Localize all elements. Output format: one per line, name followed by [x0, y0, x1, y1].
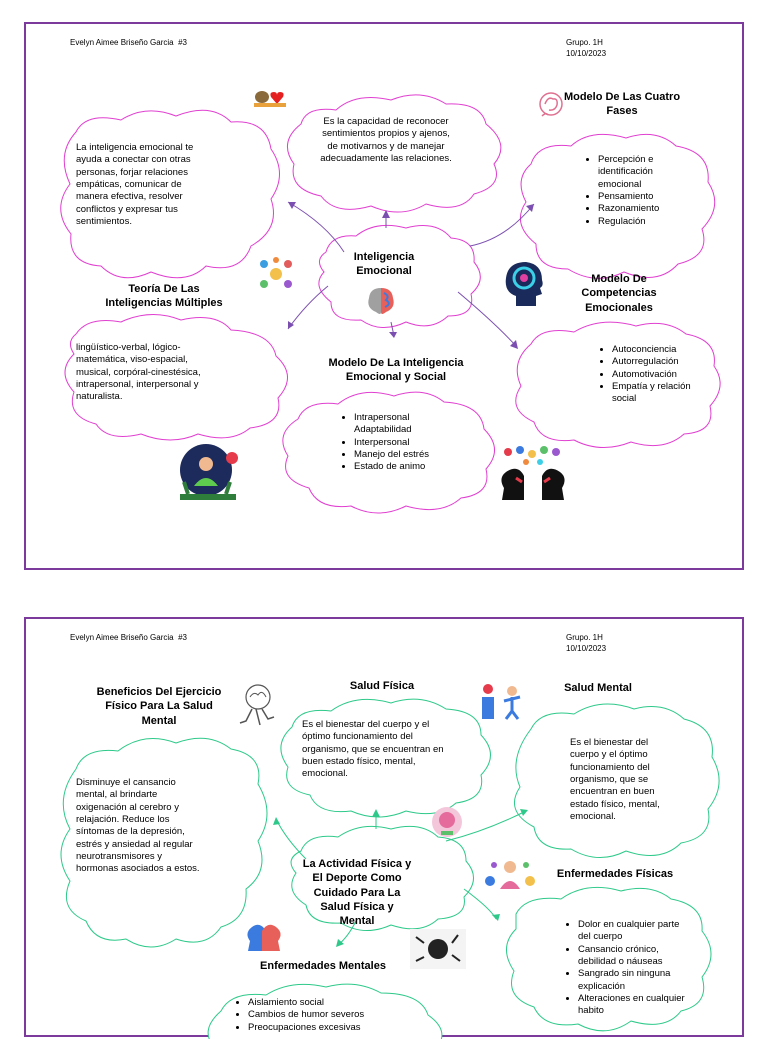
- cloud-multiple: [64, 314, 288, 441]
- cloud-shapes-page1: [60, 94, 721, 514]
- cloud-physical: [280, 698, 491, 818]
- list-item: Automotivación: [612, 369, 706, 381]
- social-model-list: Intrapersonal Adaptabilidad Interpersona…: [338, 412, 458, 474]
- heart-brain-icon: [250, 86, 290, 110]
- cloud-four-phases: [519, 133, 716, 279]
- list-item: Pensamiento: [598, 191, 692, 203]
- center-title: La Actividad Física y El Deporte Como Cu…: [302, 858, 412, 928]
- cloud-social: [282, 391, 495, 514]
- cloud-phys-diseases: [506, 886, 712, 1032]
- center-title: Inteligencia Emocional: [353, 251, 415, 278]
- group-date: Grupo. 1H 10/10/2023: [566, 38, 606, 60]
- list-item: Intrapersonal Adaptabilidad: [354, 412, 458, 437]
- phys-diseases-title: Enfermedades Físicas: [556, 868, 674, 880]
- meditation-icon: [170, 442, 246, 506]
- social-model-title: Modelo De La Inteligencia Emocional y So…: [328, 357, 464, 384]
- cloud-mental: [513, 703, 720, 858]
- heads-mind-icon: [244, 919, 284, 953]
- author-line: Evelyn Aimee Briseño Garcia #3: [70, 38, 187, 47]
- date-label: 10/10/2023: [566, 48, 607, 58]
- page-1: Evelyn Aimee Briseño Garcia #3 Grupo. 1H…: [24, 22, 744, 570]
- list-item: Dolor en cualquier parte del cuerpo: [578, 919, 692, 944]
- author-name: Evelyn Aimee Briseño Garcia: [70, 633, 174, 642]
- physical-health-text: Es el bienestar del cuerpo y el óptimo f…: [302, 719, 444, 780]
- list-item: Autorregulación: [612, 356, 706, 368]
- cloud-center: [290, 825, 474, 931]
- exercise-people-icon: [478, 681, 524, 721]
- benefits-text: Disminuye el cansancio mental, al brinda…: [76, 777, 200, 875]
- date-label: 10/10/2023: [566, 643, 607, 653]
- cloud-shapes-page2: [60, 698, 720, 1039]
- four-phases-list: Percepción e identificación emocional Pe…: [582, 154, 692, 228]
- running-brain-icon: [232, 681, 282, 731]
- mental-diseases-list: Aislamiento social Cambios de humor seve…: [232, 997, 402, 1034]
- group-date: Grupo. 1H 10/10/2023: [566, 633, 606, 655]
- cloud-benefits: [60, 737, 268, 948]
- physical-health-title: Salud Física: [349, 680, 415, 692]
- list-item: Regulación: [598, 216, 692, 228]
- competencies-title: Modelo De Competencias Emocionales: [581, 273, 657, 314]
- mental-health-text: Es el bienestar del cuerpo y el óptimo f…: [570, 737, 660, 823]
- page-2: Evelyn Aimee Briseño Garcia #3 Grupo. 1H…: [24, 617, 744, 1039]
- student-number: #3: [178, 633, 187, 642]
- brain-pink-icon: [536, 90, 566, 120]
- brain-flower-icon: [430, 805, 464, 839]
- list-item: Sangrado sin ninguna explicación: [578, 968, 692, 993]
- mental-diseases-title: Enfermedades Mentales: [260, 960, 386, 972]
- brain-colorful-icon: [364, 284, 398, 318]
- network-people-icon: [258, 256, 294, 292]
- multiple-intelligences-text: lingüístico-verbal, lógico-matemática, v…: [76, 342, 201, 403]
- heads-network-icon: [498, 444, 568, 500]
- list-item: Interpersonal: [354, 437, 458, 449]
- list-item: Razonamiento: [598, 203, 692, 215]
- cloud-left: [60, 109, 280, 279]
- stressed-person-icon: [410, 929, 466, 969]
- four-phases-title: Modelo De Las Cuatro Fases: [563, 91, 681, 118]
- definition-text: Es la capacidad de reconocer sentimiento…: [320, 116, 452, 165]
- student-number: #3: [178, 38, 187, 47]
- list-item: Aislamiento social: [248, 997, 402, 1009]
- cloud-competencies: [515, 321, 721, 448]
- cloud-center: [318, 224, 481, 328]
- list-item: Cambios de humor severos: [248, 1009, 402, 1021]
- list-item: Autoconciencia: [612, 344, 706, 356]
- group-label: Grupo. 1H: [566, 38, 603, 47]
- cloud-definition: [286, 94, 502, 213]
- left-description: La inteligencia emocional te ayuda a con…: [76, 142, 194, 228]
- multiple-intelligences-title: Teoría De Las Inteligencias Múltiples: [105, 283, 223, 310]
- list-item: Manejo del estrés: [354, 449, 458, 461]
- author-name: Evelyn Aimee Briseño Garcia: [70, 38, 174, 47]
- list-item: Alteraciones en cualquier habito: [578, 993, 692, 1018]
- competencies-list: Autoconciencia Autorregulación Automotiv…: [596, 344, 706, 406]
- yoga-group-icon: [482, 855, 538, 895]
- group-label: Grupo. 1H: [566, 633, 603, 642]
- head-spiral-icon: [498, 258, 548, 308]
- benefits-title: Beneficios Del Ejercicio Físico Para La …: [96, 686, 222, 727]
- list-item: Cansancio crónico, debilidad o náuseas: [578, 944, 692, 969]
- author-line: Evelyn Aimee Briseño Garcia #3: [70, 633, 187, 642]
- list-item: Empatía y relación social: [612, 381, 706, 406]
- phys-diseases-list: Dolor en cualquier parte del cuerpo Cans…: [562, 919, 692, 1018]
- list-item: Estado de animo: [354, 461, 458, 473]
- list-item: Percepción e identificación emocional: [598, 154, 692, 191]
- mental-health-title: Salud Mental: [564, 682, 632, 694]
